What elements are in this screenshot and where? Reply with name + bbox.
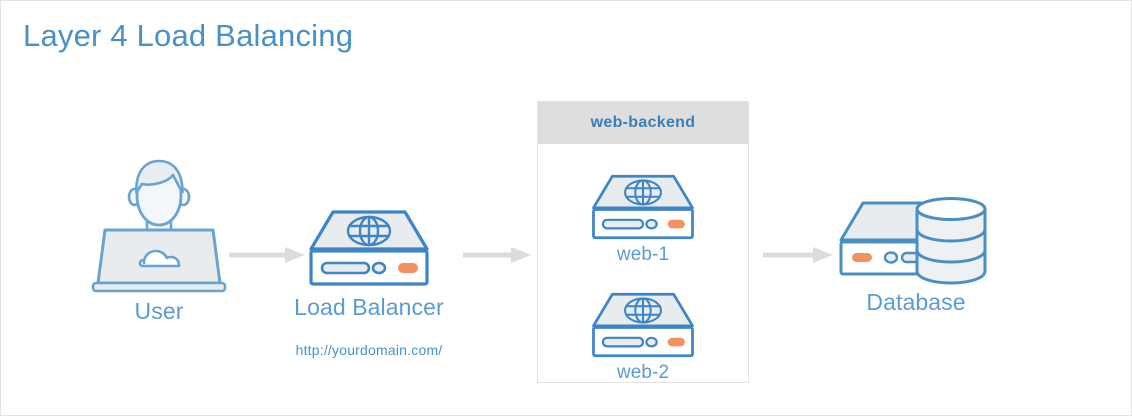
- server-globe-icon: [269, 207, 469, 289]
- arrow-load-balancer-to-backend: [463, 244, 533, 266]
- node-user-label: User: [134, 298, 184, 324]
- user-at-laptop-icon: [79, 153, 239, 293]
- node-database-label: Database: [866, 289, 966, 315]
- server-globe-icon: [538, 290, 748, 360]
- node-load-balancer: Load Balancer http://yourdomain.com/: [269, 207, 469, 358]
- node-web-2-label: web-2: [616, 362, 670, 383]
- arrow-backend-to-database: [763, 244, 835, 266]
- server-globe-icon: [538, 172, 748, 242]
- page-title: Layer 4 Load Balancing: [23, 18, 354, 53]
- load-balancer-url: http://yourdomain.com/: [295, 342, 443, 359]
- group-web-backend: web-backend: [537, 101, 749, 383]
- node-web-1-label: web-1: [616, 244, 670, 265]
- node-web-1: web-1: [538, 172, 748, 266]
- group-web-backend-header: web-backend: [538, 102, 748, 144]
- node-database: Database: [821, 193, 1011, 315]
- node-web-2: web-2: [538, 290, 748, 384]
- node-user: User: [79, 153, 239, 324]
- arrow-user-to-load-balancer: [229, 244, 307, 266]
- group-web-backend-body: web-1: [538, 144, 748, 384]
- database-server-icon: [821, 193, 1011, 288]
- group-web-backend-title: web-backend: [590, 114, 696, 131]
- node-load-balancer-label: Load Balancer: [294, 294, 444, 320]
